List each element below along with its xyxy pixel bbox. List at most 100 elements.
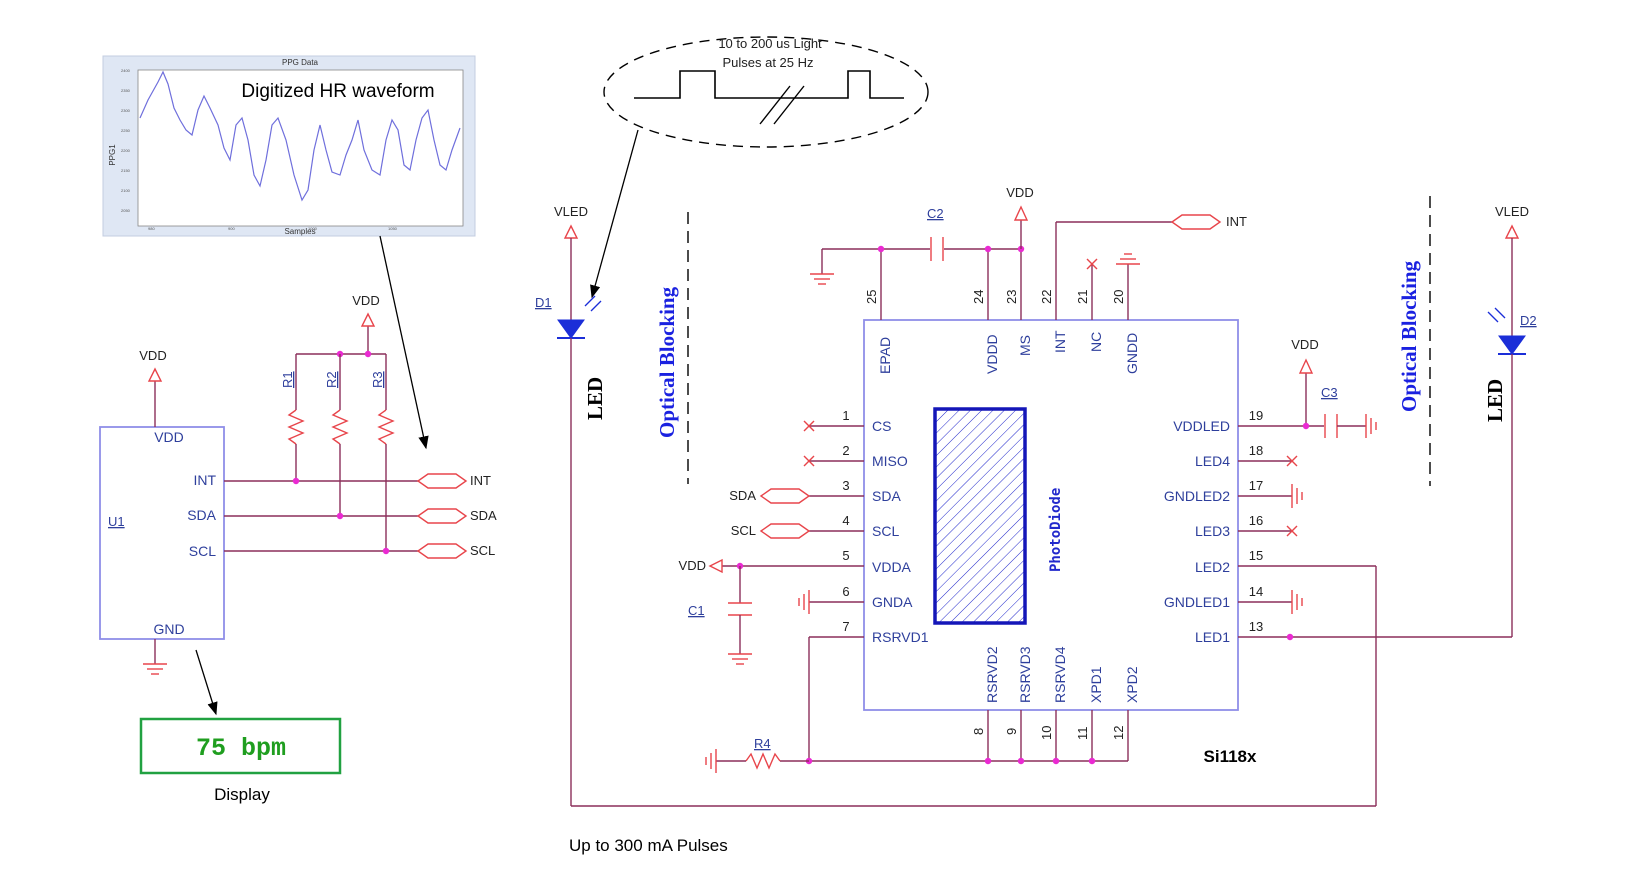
photodiode [933,407,1027,625]
pin-8-rsrvd2: 8 RSRVD2 [971,646,1000,761]
led-d1: VLED D1 LED Optical Blocking [535,204,689,484]
pin-number: 21 [1075,290,1090,304]
pin-name: GNDD [1124,333,1140,374]
pin-name: GNDLED2 [1164,488,1230,504]
pin-number: 16 [1249,513,1263,528]
led-left-label: LED [583,377,607,420]
ppg-arrow [379,235,429,450]
photodiode-label: PhotoDiode [1048,488,1064,572]
port-scl-right: SCL [731,523,811,539]
vdd-arrow [1298,358,1314,374]
pin-name: RSRVD3 [1017,646,1033,703]
pin-name: VDDA [872,559,912,575]
ppg-ytick: 2350 [121,88,131,93]
vled-arrow [563,224,579,239]
u1-pin-sda: SDA [187,507,216,523]
chip-bottom-pins: 8 RSRVD2 9 RSRVD3 10 RSRVD4 11 XPD1 12 [971,646,1140,761]
pin-number: 25 [864,290,879,304]
pin-name: MS [1017,335,1033,356]
r1-label: R1 [280,371,295,388]
vdd-left-label: VDD [679,558,706,573]
vdd-arrow [1013,205,1029,221]
pin-1-cs: 1 CS [803,408,891,434]
pin-number: 23 [1004,290,1019,304]
display-arrow [195,649,218,716]
pin-name: MISO [872,453,908,469]
resistor-r1: R1 [280,354,305,481]
pin-number: 18 [1249,443,1263,458]
led-icon [557,319,585,339]
pin-number: 1 [842,408,849,423]
pin-number: 5 [842,548,849,563]
pin-name: EPAD [877,337,893,374]
pin-18-led4: 18 LED4 [1195,443,1298,469]
led-d2: VLED D2 LED Optical Blocking [1397,196,1537,637]
chip-box [863,319,1239,711]
port-scl: SCL [416,543,495,559]
ppg-ytick: 2100 [121,188,131,193]
u1-box [99,426,225,640]
ground-icon [728,653,752,665]
pin-3-sda: 3 SDA [809,478,901,504]
d2-label: D2 [1520,313,1537,328]
r2-label: R2 [324,371,339,388]
pin-22-int: 22 INT [1039,222,1068,353]
pin-5-vdda: 5 VDDA [722,548,912,575]
resistor-r2: R2 [324,354,349,516]
vled-right-label: VLED [1495,204,1529,219]
pin-name: LED2 [1195,559,1230,575]
pin-name: GNDA [872,594,913,610]
ppg-ylabel: PPG1 [108,144,117,166]
ppg-inset: PPG Data Digitized HR waveform Samples P… [102,55,476,237]
chip-left-pins: 1 CS 2 MISO 3 SDA 4 SCL 5 [722,408,929,645]
pin-number: 8 [971,728,986,735]
chip-top-pins: 25 EPAD 24 VDDD 23 MS 22 INT [864,222,1140,374]
pin-number: 14 [1249,584,1263,599]
ppg-caption: Digitized HR waveform [241,81,434,102]
pin-number: 11 [1075,727,1090,741]
ground-icon [1116,253,1140,265]
pulse-train [634,70,904,99]
pin-name: INT [1052,330,1068,353]
pin-name: RSRVD2 [984,646,1000,703]
pin-2-miso: 2 MISO [803,443,908,469]
u1-ref: U1 [108,514,125,529]
ppg-waveform [139,70,461,202]
pin-name: SCL [872,523,899,539]
vdd-c3-label: VDD [1291,337,1318,352]
ppg-xlabel: Samples [284,227,315,236]
ground-icon [1291,484,1303,508]
display-value: 75 bpm [196,734,286,763]
pin-10-rsrvd4: 10 RSRVD4 [1039,646,1068,761]
ground-icon [1291,590,1303,614]
r3-label: R3 [370,371,385,388]
callout-arrow [590,129,639,299]
ground-icon [1365,414,1377,438]
ppg-ytick: 2050 [121,208,131,213]
callout-line2: Pulses at 25 Hz [722,55,813,70]
capacitor-c1: C1 [688,602,752,618]
ppg-xtick: 1000 [308,226,318,231]
c3-label: C3 [1321,385,1338,400]
pin-21-nc: 21 NC [1075,258,1104,352]
pin-number: 10 [1039,726,1054,740]
ppg-y-ticks: 2400 2350 2300 2250 2200 2150 2100 2050 [121,68,131,213]
pin-name: RSRVD1 [872,629,929,645]
pin-number: 24 [971,290,986,304]
pin-15-led2: 15 LED2 [1195,548,1376,575]
capacitor-c3: C3 [1321,385,1338,438]
pin-name: GNDLED1 [1164,594,1230,610]
u1-pin-vdd: VDD [154,429,184,445]
vdd-arrow [360,312,376,327]
pin-number: 2 [842,443,849,458]
pin-16-led3: 16 LED3 [1195,513,1298,539]
port-int-right-label: INT [1226,214,1247,229]
port-int-right: INT [1170,214,1247,230]
pin-23-ms: 23 MS [1004,249,1033,356]
port-sda-right-label: SDA [729,488,756,503]
pin-24-vddd: 24 VDDD [971,249,1000,374]
c1-label: C1 [688,603,705,618]
vdd-top-label: VDD [1006,185,1033,200]
u1-vdd-label: VDD [139,348,166,363]
ground-icon [798,590,810,614]
